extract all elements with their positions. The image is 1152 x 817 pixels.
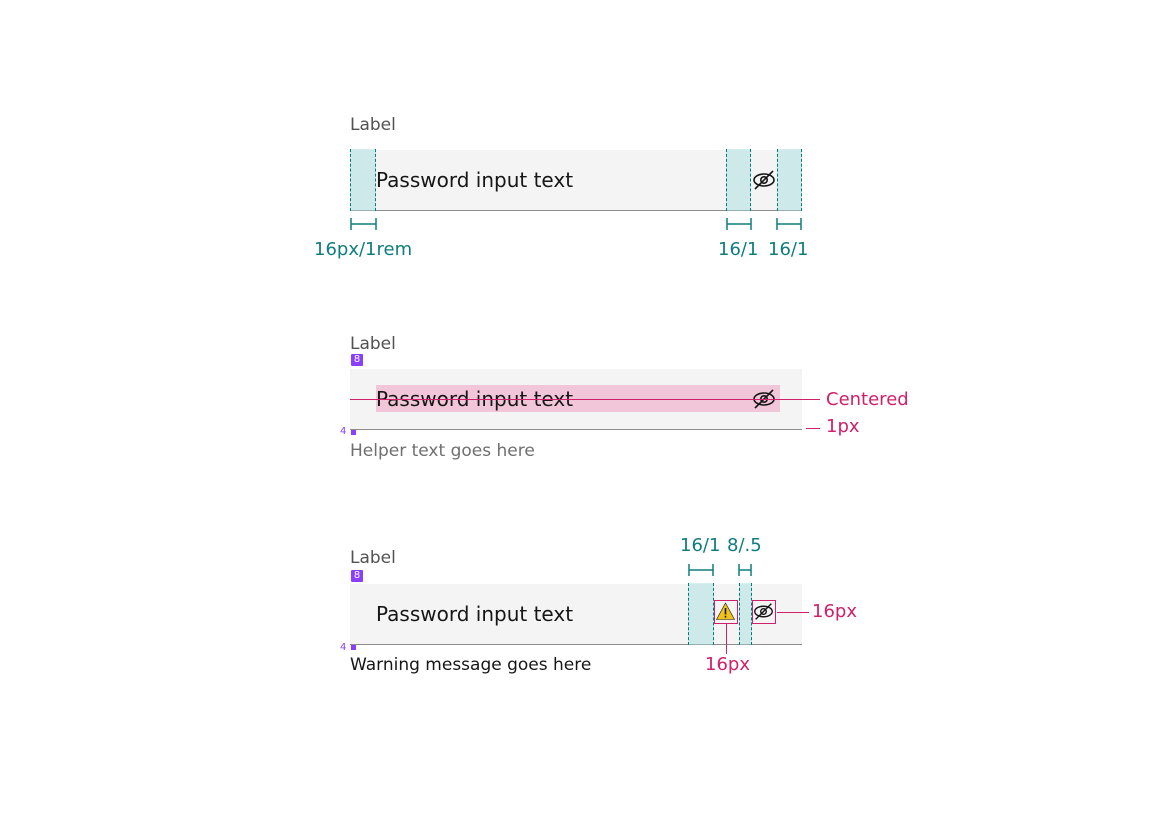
example1-input-text: Password input text — [376, 168, 574, 192]
warning-alt-filled-icon — [714, 600, 738, 624]
example3-label-gap-badge: 8 — [351, 570, 363, 582]
example2-border-pointer — [806, 428, 820, 429]
example1-right-bracket — [776, 216, 803, 235]
example2-label: Label — [350, 334, 396, 354]
example2-centered-annotation: Centered — [826, 389, 909, 410]
view-off-icon[interactable] — [752, 168, 776, 192]
example1-left-bracket — [350, 216, 377, 235]
example3-spacing-left-label: 16/1 — [680, 535, 721, 556]
example3-icon-size-right: 16px — [812, 601, 857, 622]
example3-left-padding — [688, 583, 714, 645]
example2-text-highlight — [376, 385, 780, 412]
example3-right-bracket — [738, 562, 753, 581]
example1-spacing-left-label: 16px/1rem — [314, 239, 413, 260]
example3-spacing-right-label: 8/.5 — [727, 535, 762, 556]
example3-warning-message: Warning message goes here — [350, 655, 592, 675]
example2-helper-text: Helper text goes here — [350, 441, 535, 461]
example3-icon-size-bottom: 16px — [705, 654, 750, 675]
view-off-icon[interactable] — [752, 600, 776, 624]
example3-left-bracket — [688, 562, 715, 581]
example1-spacing-right-label: 16/1 — [768, 239, 809, 260]
example3-icon-size-pointer-bottom — [726, 624, 727, 654]
example2-border-annotation: 1px — [826, 416, 860, 437]
example3-label: Label — [350, 548, 396, 568]
example3-icon-size-pointer-right — [777, 612, 809, 613]
example1-mid-bracket — [726, 216, 753, 235]
example1-right-padding — [777, 149, 802, 211]
example3-gap-padding — [739, 583, 752, 645]
example3-helper-gap-marker — [351, 645, 356, 650]
example3-input-text: Password input text — [376, 602, 574, 626]
example2-label-gap-badge: 8 — [351, 354, 363, 366]
example1-mid-padding — [726, 149, 751, 211]
example1-left-padding — [350, 149, 376, 211]
example2-helper-gap-label: 4 — [340, 426, 347, 437]
example3-helper-gap-label: 4 — [340, 642, 347, 653]
example1-spacing-mid-label: 16/1 — [718, 239, 759, 260]
example2-helper-gap-marker — [351, 430, 356, 435]
example1-label: Label — [350, 115, 396, 135]
example2-center-line — [350, 399, 820, 400]
